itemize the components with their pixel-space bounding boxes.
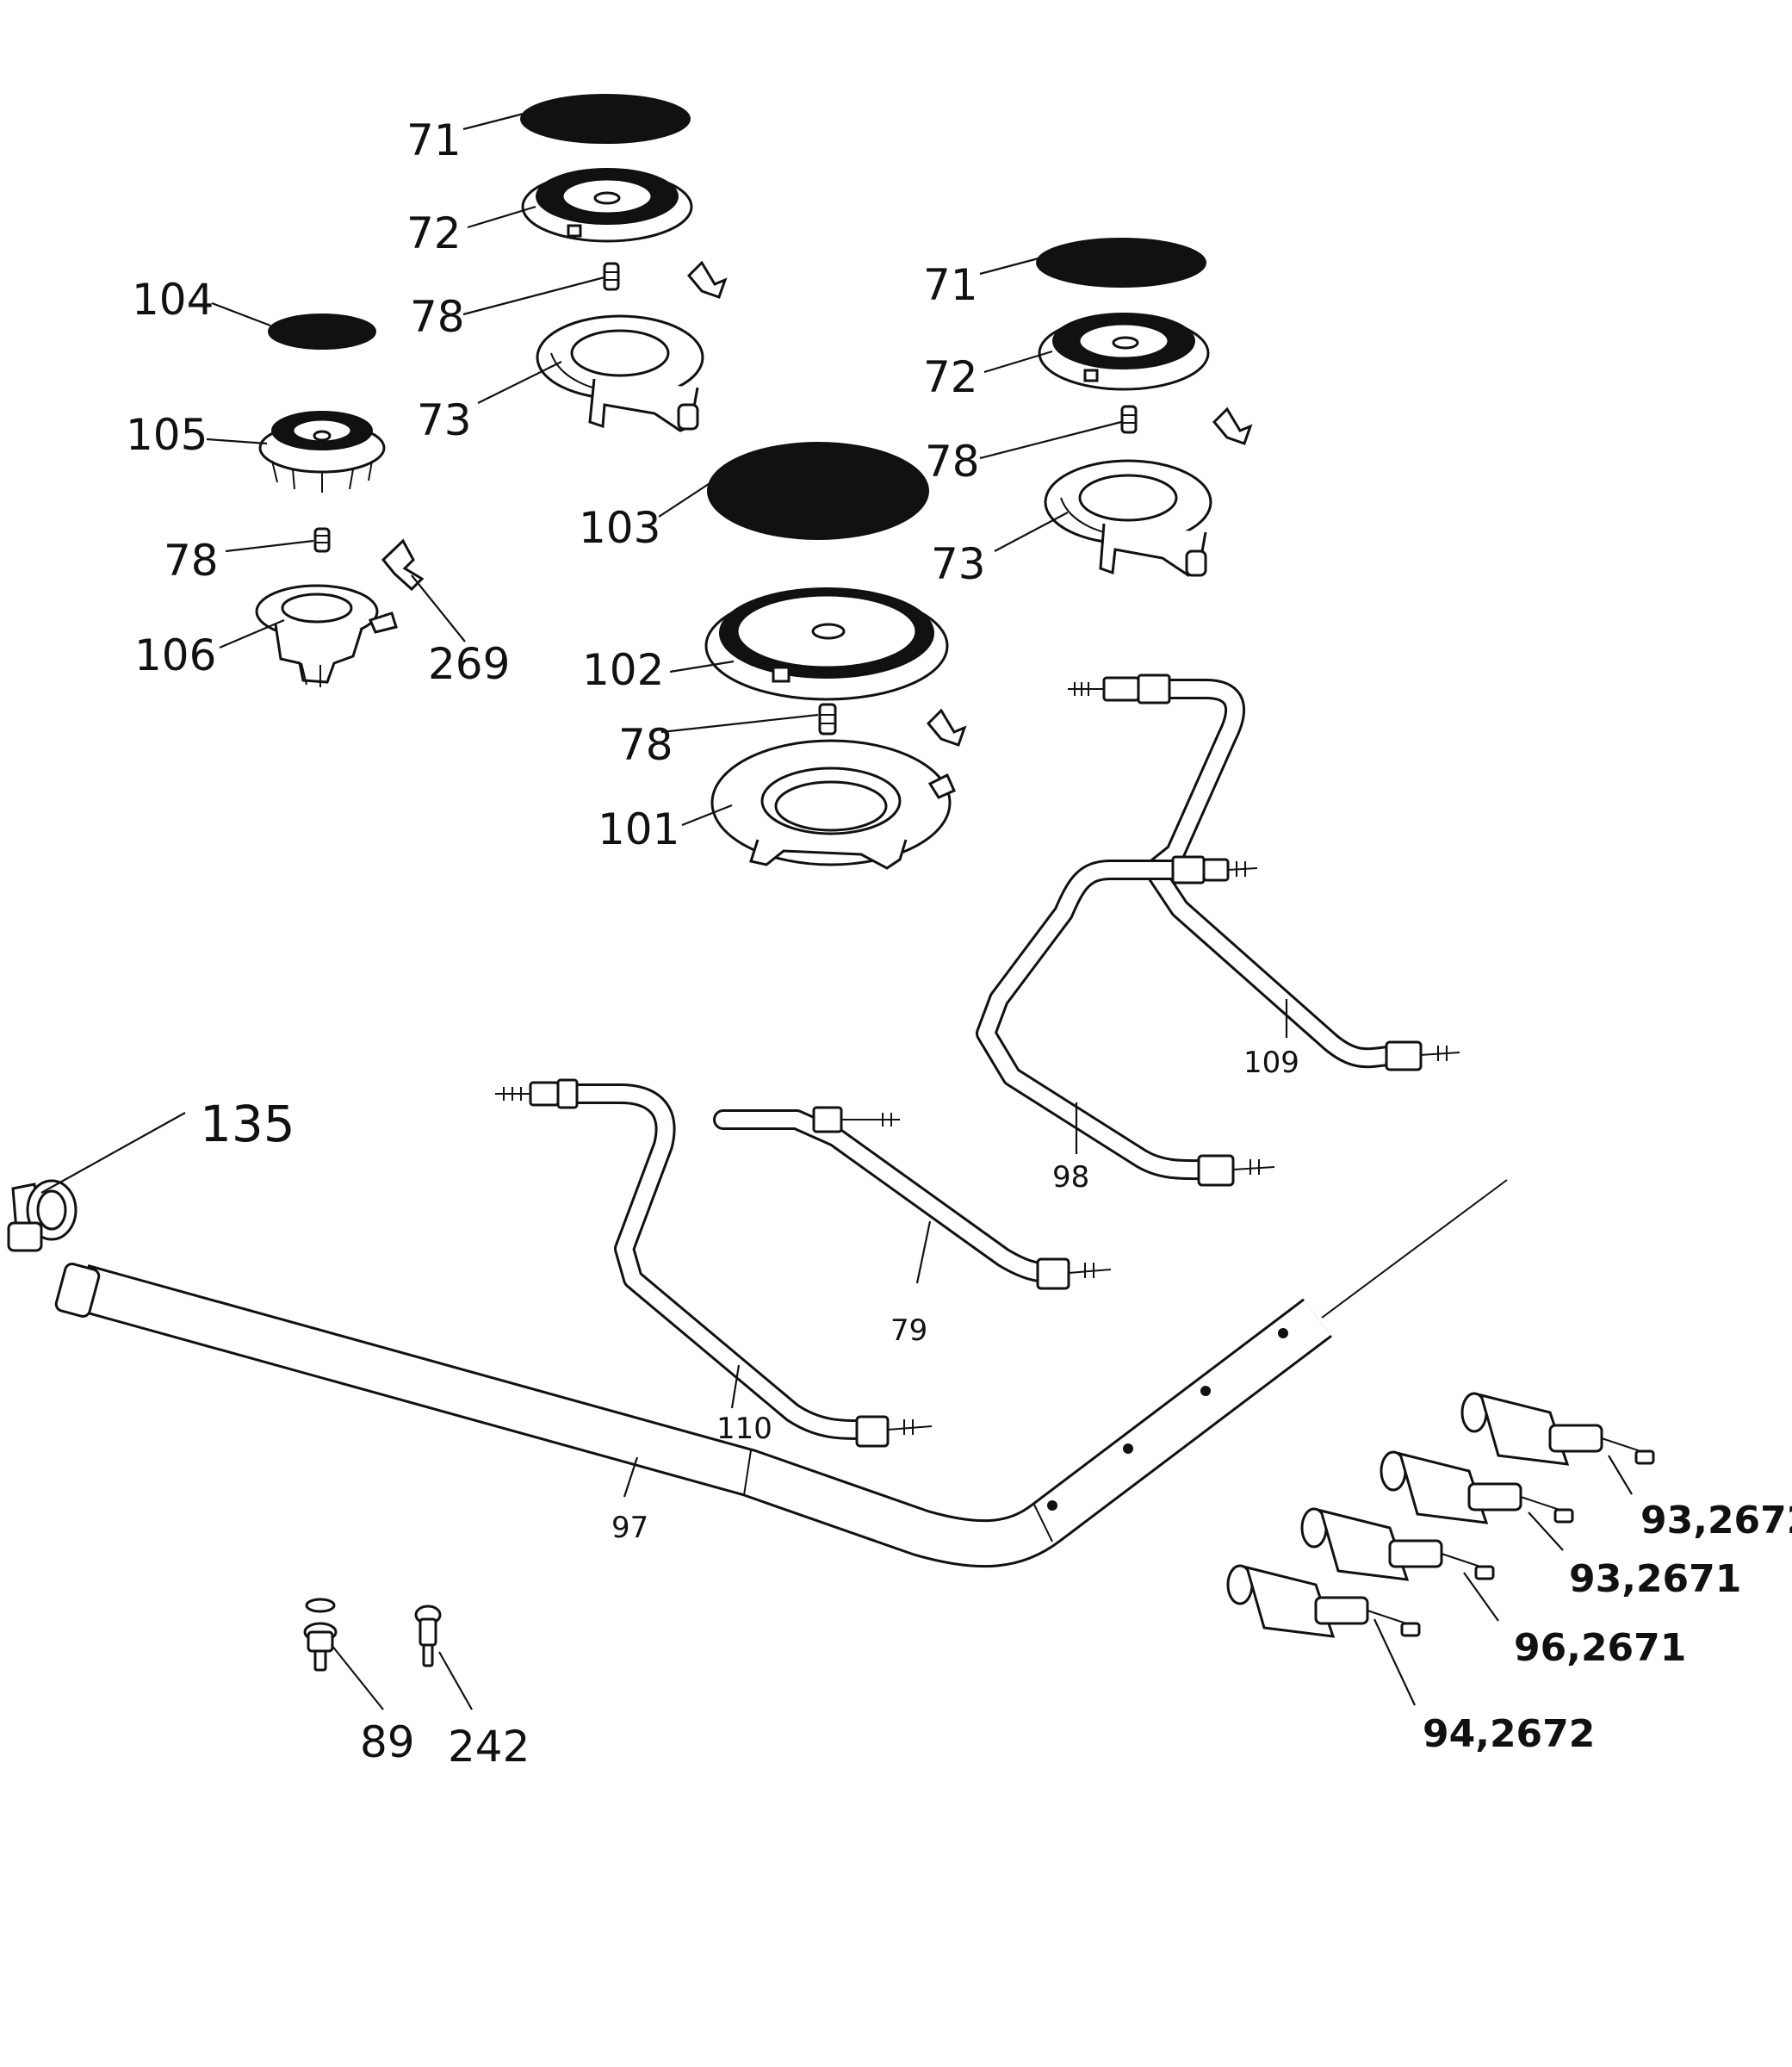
burner-cap-71-b <box>1036 238 1206 288</box>
label-78-a: 78 <box>410 292 465 342</box>
burner-cap-104 <box>268 313 376 350</box>
label-242: 242 <box>448 1722 530 1772</box>
label-104: 104 <box>132 275 214 325</box>
label-72-b: 72 <box>923 352 978 402</box>
burner-head-72-b <box>1038 313 1210 391</box>
elbow-fitting-135 <box>7 1179 78 1252</box>
label-71-a: 71 <box>406 115 462 165</box>
leader-lines <box>40 112 1633 1710</box>
burner-body-106 <box>255 584 398 687</box>
gas-pipe-110 <box>495 1078 933 1448</box>
burner-body-101 <box>710 708 967 870</box>
label-93-2672: 93,2672 <box>1640 1499 1792 1542</box>
burner-head-102 <box>704 587 949 701</box>
label-97: 97 <box>611 1511 648 1545</box>
label-94-2672: 94,2672 <box>1423 1712 1595 1756</box>
label-73-b: 73 <box>931 539 986 589</box>
label-103: 103 <box>579 503 660 553</box>
label-89: 89 <box>360 1717 415 1767</box>
burner-body-73-a <box>536 260 728 432</box>
gas-pipe-79 <box>713 1106 1112 1290</box>
label-110: 110 <box>716 1412 772 1446</box>
callout-labels: 71 72 78 73 104 105 78 106 269 71 72 78 … <box>126 115 1792 1772</box>
label-102: 102 <box>582 645 664 695</box>
screw-242 <box>414 1605 442 1667</box>
label-106: 106 <box>134 630 216 680</box>
label-78-c: 78 <box>925 437 980 487</box>
label-71-b: 71 <box>923 260 978 310</box>
burner-cap-103 <box>707 442 929 540</box>
label-72-a: 72 <box>406 208 462 258</box>
label-105: 105 <box>126 410 208 460</box>
label-93-2671: 93,2671 <box>1569 1557 1741 1601</box>
label-96-2671: 96,2671 <box>1514 1626 1686 1670</box>
label-79: 79 <box>890 1313 927 1348</box>
label-98: 98 <box>1052 1160 1089 1195</box>
burner-head-72-a <box>521 168 693 243</box>
injector-78-c <box>1120 405 1138 434</box>
injector-78-d <box>818 703 837 736</box>
gas-valve-96-2671 <box>1300 1507 1495 1581</box>
label-109: 109 <box>1243 1046 1299 1080</box>
label-78-d: 78 <box>618 720 673 770</box>
label-78-b: 78 <box>164 536 219 586</box>
injector-78-small <box>313 527 331 553</box>
gas-valve-94-2672 <box>1226 1564 1421 1638</box>
label-73-a: 73 <box>417 395 472 445</box>
injector-78-a <box>603 262 620 291</box>
label-135: 135 <box>200 1095 295 1153</box>
gas-valve-93-2672 <box>1460 1392 1655 1466</box>
gas-pipe-98 <box>976 855 1275 1187</box>
burner-cap-71-a <box>520 94 691 144</box>
nozzle-89 <box>303 1598 338 1672</box>
burner-body-73-b <box>1044 407 1253 577</box>
label-101: 101 <box>598 804 679 854</box>
gas-valve-93-2671 <box>1380 1450 1574 1524</box>
gas-rail-97 <box>54 1179 1508 1568</box>
label-269: 269 <box>428 639 510 689</box>
burner-head-105 <box>258 411 386 493</box>
